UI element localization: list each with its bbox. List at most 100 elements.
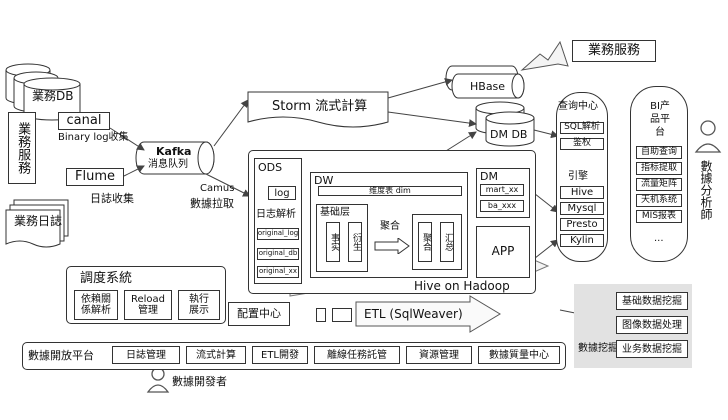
platform-item-4-label: 資源管理 <box>419 349 459 361</box>
camus-line1: Camus <box>200 183 235 194</box>
scheduler-item-0-line2: 係解析 <box>81 305 111 316</box>
bi-item-2-label: 流量矩阵 <box>640 178 677 189</box>
dw-dim-label: 维度表 dim <box>369 185 411 195</box>
hive-label: Hive on Hadoop <box>414 279 510 293</box>
ods-title: ODS <box>258 161 283 174</box>
dw-dim-box: 维度表 dim <box>318 186 462 196</box>
ods-item-2-label: original_xx <box>259 267 297 276</box>
ods-parse-label: 日志解析 <box>256 209 296 220</box>
platform-item-0: 日誌管理 <box>112 346 180 364</box>
dm-item-0: mart_xx <box>480 184 524 196</box>
canal-box: canal <box>58 112 110 130</box>
engine-mysql: Mysql <box>560 202 604 215</box>
platform-item-3: 離線任務託管 <box>314 346 400 364</box>
dw-aggregate-label: 聚合 <box>380 221 400 232</box>
platform-title: 數據開放平台 <box>28 349 94 362</box>
hbase-label: HBase <box>470 80 506 93</box>
platform-item-1: 流式計算 <box>186 346 246 364</box>
dm-item-1-label: ba_xxx <box>487 200 517 210</box>
engine-kylin: Kylin <box>560 234 604 247</box>
biz-db-label: 業務DB <box>32 89 74 103</box>
flume-label: Flume <box>75 168 115 184</box>
ods-item-1-label: original_db <box>258 249 298 258</box>
dm-db-label: DM DB <box>490 128 528 141</box>
hbase-cylinders <box>445 65 525 99</box>
biz-service-left-label: 業務服務 <box>15 122 31 174</box>
bi-item-3-label: 天机系统 <box>640 194 677 205</box>
mining-item-1: 图像数据处理 <box>616 316 688 334</box>
config-center-label: 配置中心 <box>237 306 281 320</box>
bi-item-1: 指标提取 <box>636 162 682 175</box>
mining-item-0-label: 基础数据挖掘 <box>622 295 682 307</box>
dw-agg-box: 聚合 <box>418 222 432 262</box>
mining-item-2-label: 业务数据挖掘 <box>622 343 682 355</box>
dm-db-cylinders <box>475 101 535 147</box>
storm-label: Storm 流式計算 <box>272 99 368 114</box>
etl-arrow <box>355 295 501 333</box>
canal-label: canal <box>66 112 102 128</box>
engine-hive-label: Hive <box>570 187 594 198</box>
canal-caption: Binary log收集 <box>58 132 129 143</box>
scheduler-item-1-line2: 管理 <box>138 305 158 316</box>
app-label: APP <box>491 244 515 259</box>
dw-title: DW <box>314 174 334 187</box>
scheduler-item-2: 執行 展示 <box>178 290 220 320</box>
ods-log-label: log <box>274 187 290 199</box>
scheduler-item-1-line1: Reload <box>130 294 166 305</box>
ods-log-box: log <box>268 186 296 200</box>
bi-item-4-label: MIS报表 <box>641 210 677 221</box>
platform-item-4: 資源管理 <box>406 346 472 364</box>
bi-item-0-label: 自助查询 <box>640 146 677 157</box>
bi-item-2: 流量矩阵 <box>636 178 682 191</box>
etl-label: ETL (SqlWeaver) <box>364 307 463 321</box>
engine-hive: Hive <box>560 186 604 199</box>
query-center-engine: 引擎 <box>568 171 588 182</box>
dw-summary-box: 汇总 <box>440 222 454 262</box>
platform-item-5-label: 數據質量中心 <box>489 349 549 361</box>
config-center-box: 配置中心 <box>228 302 290 326</box>
ods-box <box>254 158 302 284</box>
scheduler-item-1: Reload 管理 <box>124 290 172 320</box>
query-center-title: 查询中心 <box>558 101 598 112</box>
bi-item-0: 自助查询 <box>636 146 682 159</box>
platform-item-5: 數據質量中心 <box>478 346 560 364</box>
camus-line2: 數據拉取 <box>190 197 234 210</box>
scheduler-item-0-line1: 依賴關 <box>81 294 111 305</box>
developer-label: 數據開發者 <box>172 375 227 388</box>
mining-item-1-label: 图像数据处理 <box>622 319 682 331</box>
dw-fact-label: 事实 <box>328 233 339 251</box>
analyst-label: 數據分析師 <box>699 160 713 220</box>
scheduler-item-2-line2: 展示 <box>189 305 209 316</box>
scheduler-title: 調度系統 <box>80 271 133 286</box>
query-center-box <box>556 92 608 262</box>
query-center-sql: SQL解析 <box>560 122 604 134</box>
biz-log-documents <box>5 199 69 248</box>
mining-item-2: 业务数据挖掘 <box>616 340 688 358</box>
dw-fact-box: 事实 <box>326 222 340 262</box>
query-center-auth-label: 鉴权 <box>572 138 591 149</box>
bi-title: BI产品平台 <box>650 101 670 138</box>
platform-item-1-label: 流式計算 <box>196 349 236 361</box>
kafka-name: Kafka <box>156 145 192 158</box>
scheduler-item-2-line1: 執行 <box>189 294 209 305</box>
dw-agg-label: 聚合 <box>420 233 431 251</box>
flume-caption: 日誌收集 <box>90 192 134 205</box>
query-center-sql-label: SQL解析 <box>564 122 600 133</box>
engine-presto: Presto <box>560 218 604 231</box>
ods-item-2: original_xx <box>257 266 299 278</box>
ods-item-0: original_log <box>257 228 299 240</box>
bi-item-4: MIS报表 <box>636 210 682 223</box>
engine-presto-label: Presto <box>566 219 598 230</box>
dw-base-layer-label: 基础层 <box>320 207 350 218</box>
mining-label: 數據挖掘 <box>578 343 618 354</box>
app-box: APP <box>476 226 530 278</box>
biz-service-left-box: 業務服務 <box>8 112 36 184</box>
storm-banner <box>247 91 389 128</box>
kafka-caption: 消息队列 <box>148 159 188 170</box>
dw-aggregate-arrow-icon <box>374 238 410 254</box>
platform-item-0-label: 日誌管理 <box>126 349 166 361</box>
flume-box: Flume <box>66 168 124 186</box>
dm-item-0-label: mart_xx <box>485 184 519 194</box>
engine-kylin-label: Kylin <box>570 235 594 246</box>
